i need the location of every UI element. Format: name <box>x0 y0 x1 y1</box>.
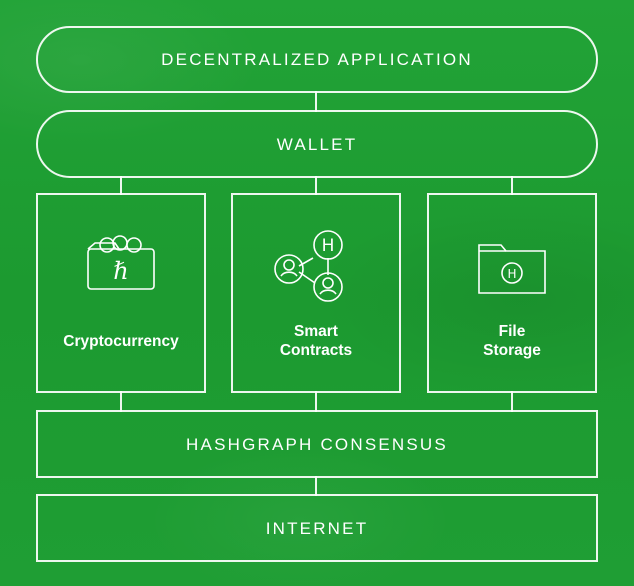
hashgraph-consensus-layer: HASHGRAPH CONSENSUS <box>36 410 598 478</box>
connector-wallet-contracts <box>315 176 317 195</box>
file-storage-service: H File Storage <box>427 193 597 393</box>
file-storage-label: File Storage <box>483 323 541 359</box>
smart-contracts-service: H Smart Contracts <box>231 193 401 393</box>
decentralized-application-label: DECENTRALIZED APPLICATION <box>161 50 473 69</box>
connector-wallet-crypto <box>120 176 122 195</box>
cryptocurrency-label: Cryptocurrency <box>63 333 179 350</box>
hedera-folder-glyph: H <box>507 267 516 281</box>
internet-label: INTERNET <box>265 518 369 538</box>
cryptocurrency-service: ℏ Cryptocurrency <box>36 193 206 393</box>
connector-crypto-consensus <box>120 391 122 412</box>
connector-dapp-wallet <box>315 91 317 112</box>
hashgraph-consensus-label: HASHGRAPH CONSENSUS <box>186 434 448 454</box>
cryptocurrency-wallet-icon: ℏ <box>87 235 155 290</box>
folder-icon: H <box>478 244 546 294</box>
connector-storage-consensus <box>511 391 513 412</box>
smart-contracts-label: Smart Contracts <box>279 323 353 359</box>
hedera-glyph: H <box>322 236 335 256</box>
wallet-label: WALLET <box>276 134 358 154</box>
internet-layer: INTERNET <box>36 494 598 562</box>
connector-consensus-internet <box>315 476 317 496</box>
smart-contract-network-icon: H <box>274 230 343 302</box>
hbar-glyph: ℏ <box>113 257 128 285</box>
wallet-layer: WALLET <box>36 110 598 178</box>
connector-contracts-consensus <box>315 391 317 412</box>
connector-wallet-storage <box>511 176 513 195</box>
decentralized-application-layer: DECENTRALIZED APPLICATION <box>36 26 598 93</box>
